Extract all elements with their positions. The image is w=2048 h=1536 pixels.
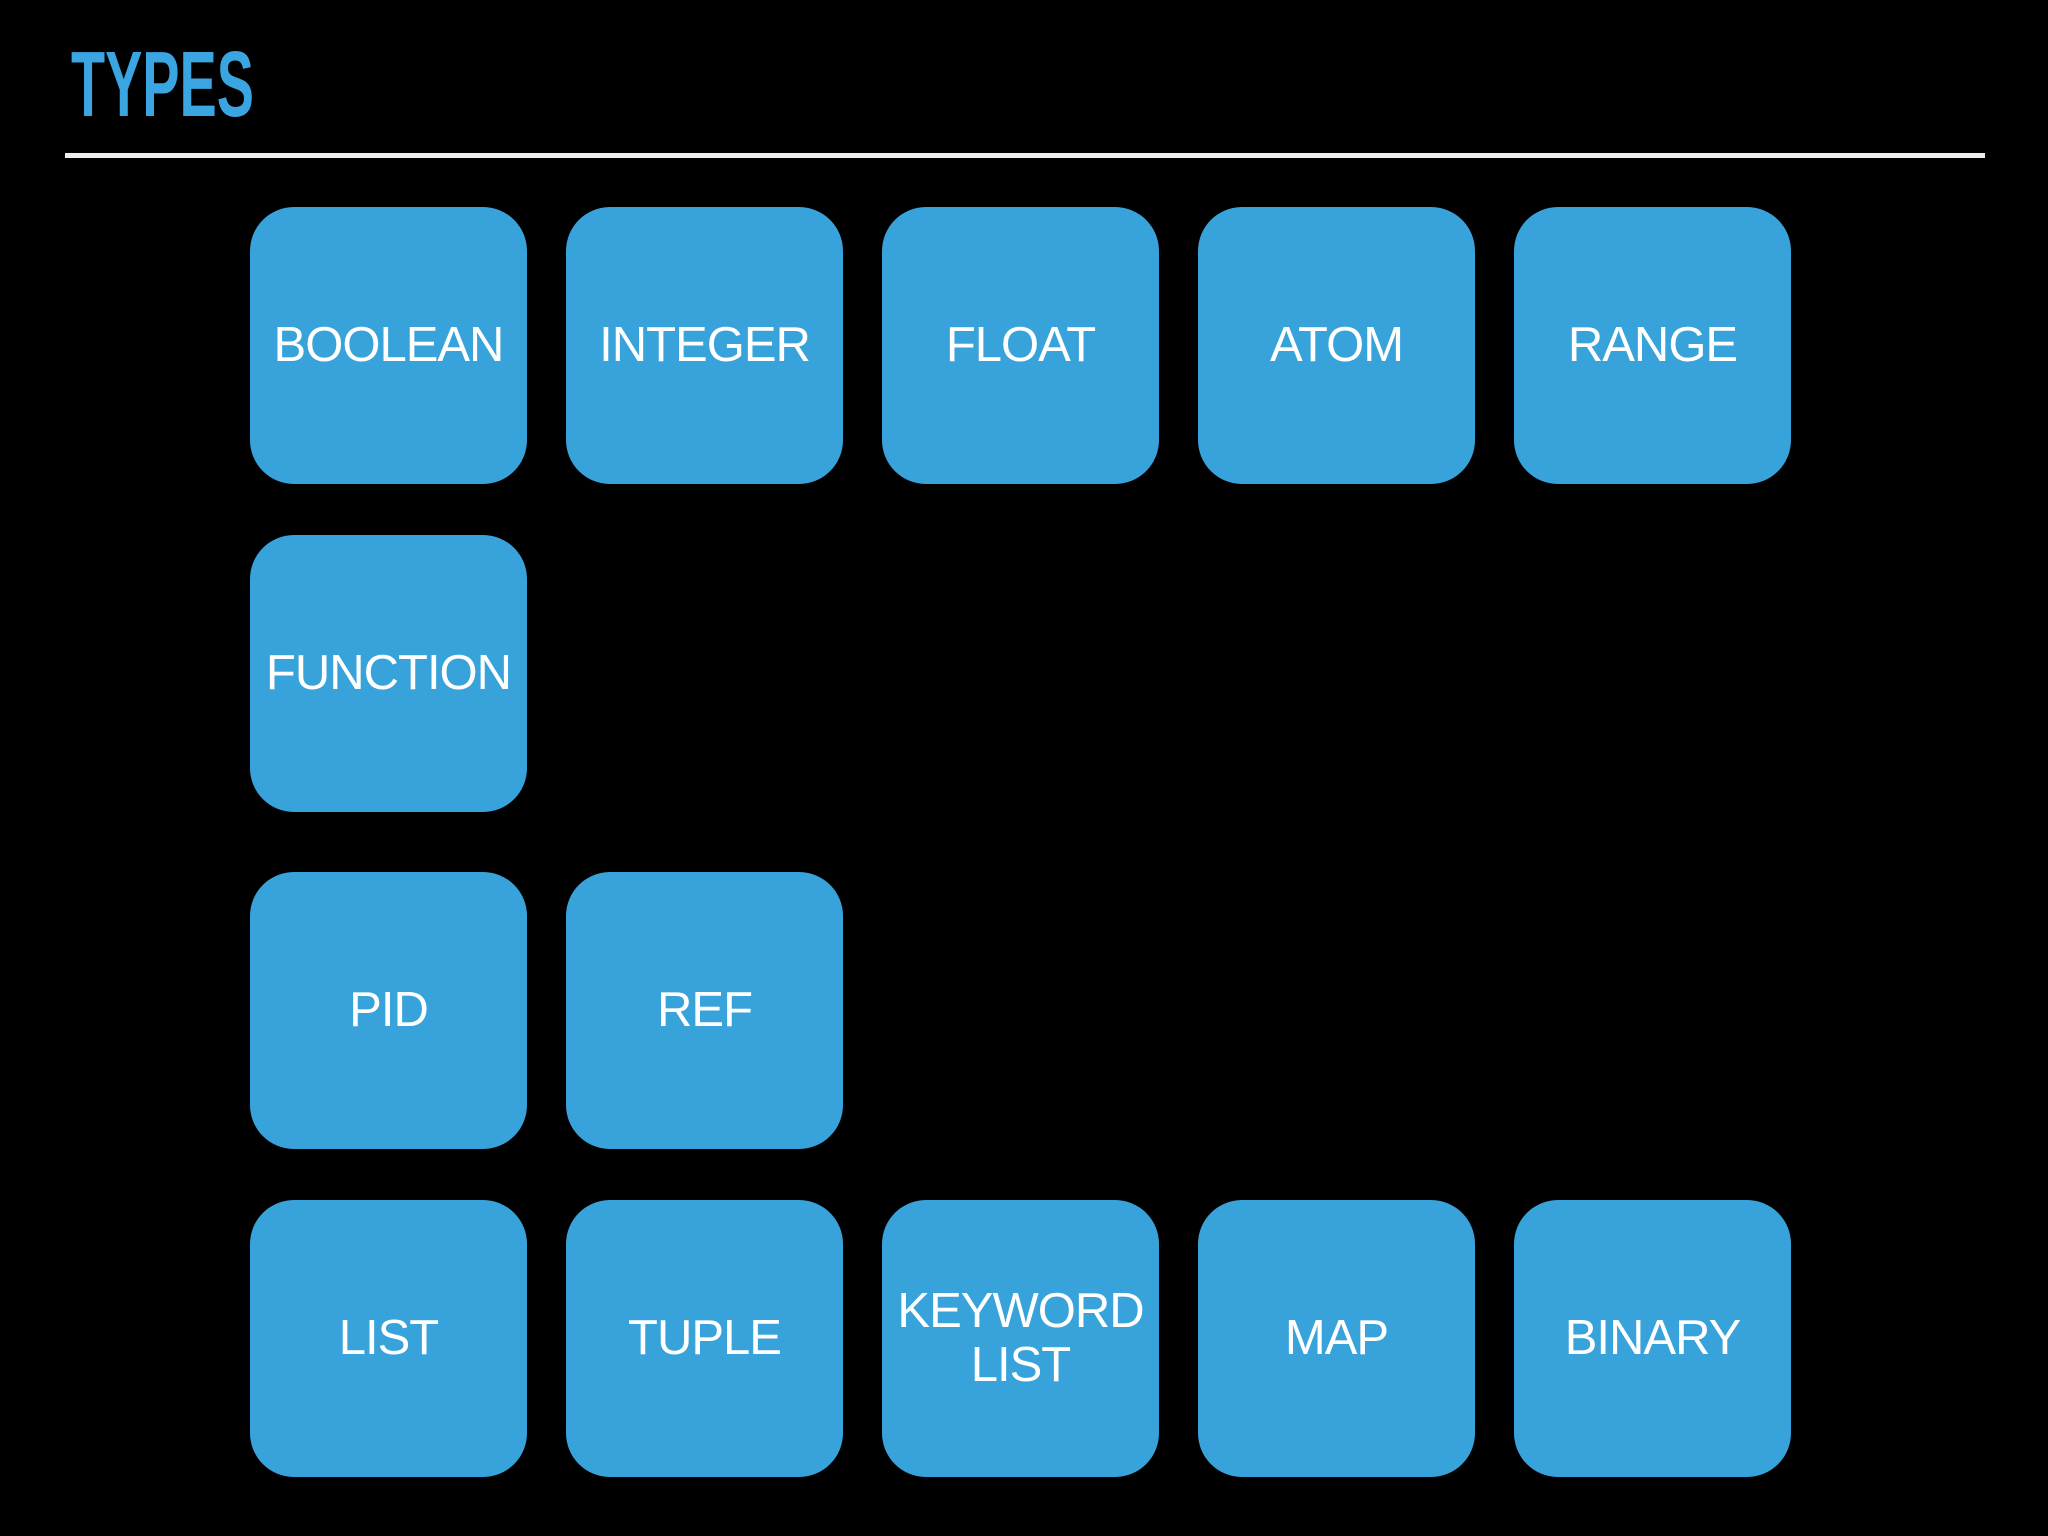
- type-row-3: PID REF: [250, 872, 843, 1149]
- title-divider: [65, 153, 1985, 158]
- type-row-2: FUNCTION: [250, 535, 527, 812]
- type-tile-map: MAP: [1198, 1200, 1475, 1477]
- type-tile-label: BINARY: [1564, 1310, 1742, 1365]
- type-tile-boolean: BOOLEAN: [250, 207, 527, 484]
- type-tile-label: REF: [657, 982, 753, 1037]
- type-row-4: LIST TUPLE KEYWORD LIST MAP BINARY: [250, 1200, 1791, 1477]
- type-tile-label: KEYWORD LIST: [897, 1283, 1144, 1392]
- type-tile-list: LIST: [250, 1200, 527, 1477]
- type-tile-label: TUPLE: [628, 1310, 782, 1365]
- type-tile-float: FLOAT: [882, 207, 1159, 484]
- type-tile-label: MAP: [1284, 1310, 1389, 1365]
- type-tile-keyword-list: KEYWORD LIST: [882, 1200, 1159, 1477]
- type-tile-range: RANGE: [1514, 207, 1791, 484]
- type-tile-label: FLOAT: [945, 317, 1096, 372]
- type-tile-label: INTEGER: [599, 317, 811, 372]
- type-tile-tuple: TUPLE: [566, 1200, 843, 1477]
- type-tile-label: ATOM: [1269, 317, 1404, 372]
- type-tile-pid: PID: [250, 872, 527, 1149]
- type-tile-function: FUNCTION: [250, 535, 527, 812]
- type-tile-binary: BINARY: [1514, 1200, 1791, 1477]
- type-tile-atom: ATOM: [1198, 207, 1475, 484]
- page-title: TYPES: [71, 32, 254, 136]
- type-tile-label: BOOLEAN: [273, 317, 505, 372]
- type-row-1: BOOLEAN INTEGER FLOAT ATOM RANGE: [250, 207, 1791, 484]
- type-tile-integer: INTEGER: [566, 207, 843, 484]
- type-tile-label: FUNCTION: [265, 645, 512, 700]
- type-tile-label: PID: [349, 982, 429, 1037]
- type-tile-label: LIST: [338, 1310, 439, 1365]
- type-tile-ref: REF: [566, 872, 843, 1149]
- type-tile-label: RANGE: [1567, 317, 1738, 372]
